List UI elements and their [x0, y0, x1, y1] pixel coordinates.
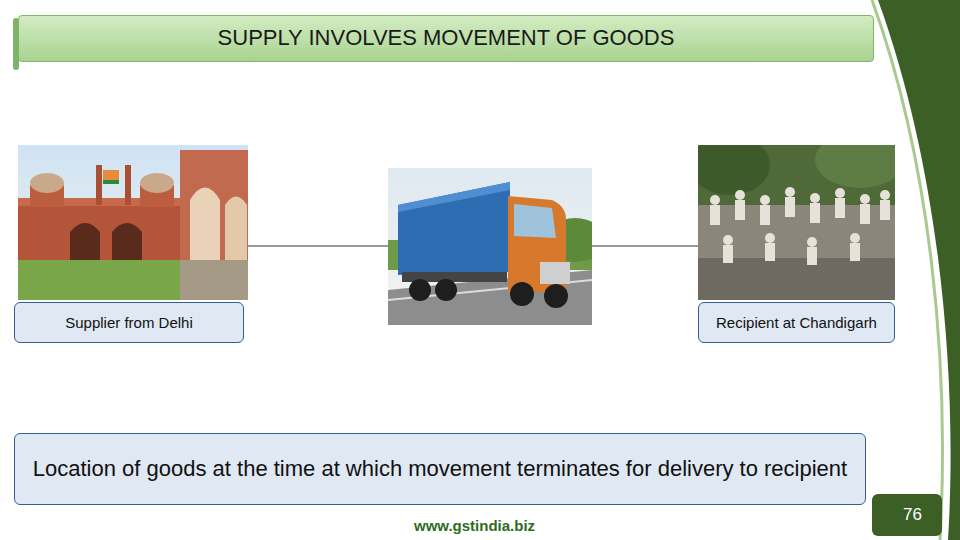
red-fort-picture — [18, 145, 248, 300]
link-line — [248, 246, 388, 247]
statement-box: Location of goods at the time at which m… — [14, 433, 866, 505]
page-number: 76 — [903, 505, 922, 525]
truck-picture — [388, 168, 592, 325]
label-box: Supplier from Delhi — [14, 302, 244, 343]
rock-garden-picture — [698, 145, 895, 300]
link-line — [592, 246, 698, 247]
website-note: www.gstindia.biz — [414, 517, 535, 534]
title-text: SUPPLY INVOLVES MOVEMENT OF GOODS — [218, 25, 675, 51]
box-text: Recipient at Chandigarh — [716, 314, 877, 332]
box-text: Location of goods at the time at which m… — [33, 456, 847, 482]
box-text: Supplier from Delhi — [65, 314, 193, 332]
page-number-plate — [872, 494, 942, 536]
title-bar: SUPPLY INVOLVES MOVEMENT OF GOODS — [18, 15, 874, 62]
label-box: Recipient at Chandigarh — [698, 302, 895, 343]
